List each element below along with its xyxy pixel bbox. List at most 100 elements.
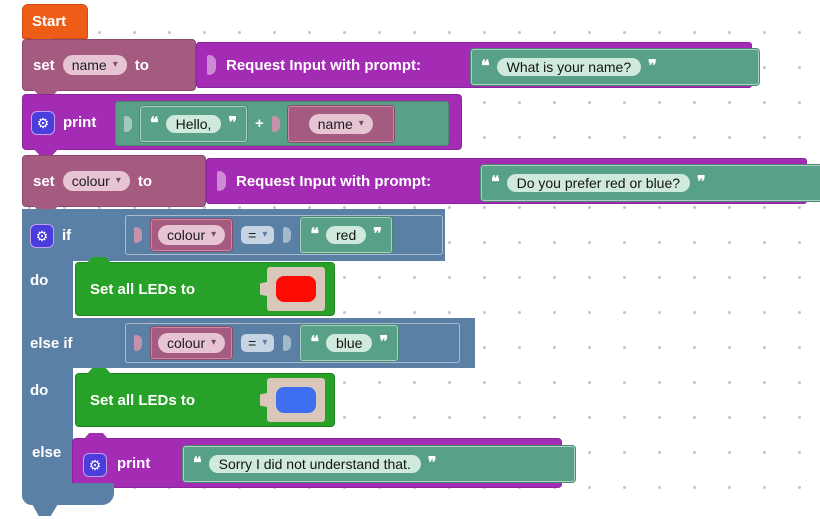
variable-name-text: name — [71, 57, 107, 73]
variable-dropdown-colour[interactable]: colour ▾ — [158, 333, 226, 353]
variable-block-colour[interactable]: colour ▾ — [151, 219, 233, 251]
input-socket — [124, 115, 132, 132]
close-quote-icon: ❞ — [228, 114, 238, 132]
do-label-2: do — [30, 382, 49, 399]
set-label: set — [33, 172, 55, 190]
operator-text: = — [248, 227, 257, 243]
comparison-block-red[interactable]: colour ▾ = ▾ ❝ red ❞ — [125, 215, 443, 255]
string-block-prompt-2[interactable]: ❝ Do you prefer red or blue? ❞ — [481, 165, 820, 201]
print-block-1[interactable]: ⚙ print ❝ Hello, ❞ + name ▾ — [22, 94, 462, 150]
open-quote-icon: ❝ — [310, 334, 319, 351]
print-block-else[interactable]: ⚙ print ❝ Sorry I did not understand tha… — [72, 438, 575, 488]
print-label: print — [63, 113, 97, 131]
gear-glyph: ⚙ — [35, 227, 49, 244]
set-name-block[interactable]: set name ▾ to — [22, 39, 196, 91]
set-leds-block-red[interactable]: Set all LEDs to — [75, 262, 335, 316]
set-colour-block[interactable]: set colour ▾ to — [22, 155, 206, 207]
gear-glyph: ⚙ — [36, 114, 50, 131]
plus-operator: + — [255, 115, 264, 132]
string-block-red[interactable]: ❝ red ❞ — [300, 217, 392, 253]
close-quote-icon: ❞ — [697, 174, 706, 191]
colour-swatch-blue[interactable] — [276, 387, 316, 413]
set-label: set — [33, 56, 55, 74]
to-label: to — [137, 172, 153, 190]
colour-swatch-red[interactable] — [276, 276, 316, 302]
comparison-block-blue[interactable]: colour ▾ = ▾ ❝ blue ❞ — [125, 323, 460, 363]
string-field[interactable]: blue — [326, 334, 373, 352]
variable-name-text: colour — [167, 335, 206, 351]
start-block[interactable]: Start — [22, 4, 88, 39]
string-field[interactable]: Do you prefer red or blue? — [506, 174, 691, 192]
close-quote-icon: ❞ — [648, 58, 657, 75]
dropdown-arrow-icon: ▾ — [115, 175, 121, 186]
input-socket — [283, 227, 292, 243]
operator-dropdown[interactable]: = ▾ — [241, 334, 275, 352]
if-block-bottom-rail[interactable] — [22, 483, 114, 505]
variable-dropdown-name[interactable]: name ▾ — [308, 113, 373, 134]
dropdown-arrow-icon: ▾ — [112, 59, 118, 70]
if-block-spine[interactable] — [22, 261, 73, 505]
to-label: to — [134, 56, 149, 74]
dropdown-arrow-icon: ▾ — [262, 337, 268, 348]
operator-text: = — [248, 335, 257, 351]
string-field[interactable]: What is your name? — [496, 58, 642, 76]
string-block-blue[interactable]: ❝ blue ❞ — [300, 325, 399, 361]
request-input-label: Request Input with prompt: — [236, 172, 431, 190]
variable-dropdown-colour[interactable]: colour ▾ — [62, 171, 130, 191]
variable-name-text: colour — [71, 173, 110, 189]
variable-block-colour[interactable]: colour ▾ — [151, 327, 233, 359]
request-input-block-1[interactable]: Request Input with prompt: ❝ What is you… — [196, 42, 759, 88]
dropdown-arrow-icon: ▾ — [211, 229, 217, 240]
variable-block-name[interactable]: name ▾ — [287, 105, 394, 142]
gear-icon[interactable]: ⚙ — [83, 453, 107, 477]
operator-dropdown[interactable]: = ▾ — [241, 226, 275, 244]
else-if-row[interactable]: else if colour ▾ = ▾ ❝ blue ❞ — [22, 318, 475, 368]
request-input-label: Request Input with prompt: — [226, 56, 421, 74]
open-quote-icon: ❝ — [150, 114, 159, 132]
string-block-prompt-1[interactable]: ❝ What is your name? ❞ — [471, 49, 759, 85]
dropdown-arrow-icon: ▾ — [358, 117, 364, 129]
colour-picker-block[interactable] — [267, 267, 325, 311]
string-join-block[interactable]: ❝ Hello, ❞ + name ▾ — [115, 101, 449, 146]
string-field[interactable]: red — [326, 226, 367, 244]
string-block-hello[interactable]: ❝ Hello, ❞ — [140, 105, 248, 142]
open-quote-icon: ❝ — [310, 226, 319, 243]
string-field[interactable]: Sorry I did not understand that. — [208, 455, 421, 473]
string-block-sorry[interactable]: ❝ Sorry I did not understand that. ❞ — [183, 446, 575, 482]
if-block-next-connector — [32, 504, 58, 516]
else-label: else — [32, 444, 62, 461]
set-leds-label: Set all LEDs to — [90, 280, 196, 298]
gear-icon[interactable]: ⚙ — [30, 224, 54, 248]
dropdown-arrow-icon: ▾ — [262, 229, 268, 240]
print-label: print — [117, 454, 151, 472]
if-block-header[interactable]: ⚙ if colour ▾ = ▾ ❝ red ❞ — [22, 209, 445, 261]
input-socket — [134, 227, 142, 243]
set-leds-label: Set all LEDs to — [90, 391, 196, 409]
open-quote-icon: ❝ — [481, 58, 490, 75]
open-quote-icon: ❝ — [491, 174, 500, 191]
close-quote-icon: ❞ — [379, 334, 389, 351]
input-socket — [283, 335, 292, 351]
do-label-1: do — [30, 272, 49, 289]
dropdown-arrow-icon: ▾ — [211, 337, 217, 348]
else-if-label: else if — [30, 334, 73, 352]
input-socket — [271, 115, 280, 132]
input-socket — [217, 171, 226, 191]
variable-dropdown-name[interactable]: name ▾ — [62, 55, 127, 75]
open-quote-icon: ❝ — [193, 455, 202, 472]
if-label: if — [62, 226, 72, 244]
close-quote-icon: ❞ — [373, 226, 382, 243]
input-socket — [207, 55, 216, 75]
variable-dropdown-colour[interactable]: colour ▾ — [158, 225, 226, 245]
variable-name-text: name — [317, 115, 353, 132]
set-leds-block-blue[interactable]: Set all LEDs to — [75, 373, 335, 427]
string-field[interactable]: Hello, — [165, 114, 222, 133]
request-input-block-2[interactable]: Request Input with prompt: ❝ Do you pref… — [206, 158, 820, 204]
gear-icon[interactable]: ⚙ — [31, 111, 55, 135]
gear-glyph: ⚙ — [88, 456, 102, 473]
start-label: Start — [32, 13, 67, 30]
close-quote-icon: ❞ — [427, 455, 437, 472]
variable-name-text: colour — [167, 227, 206, 243]
colour-picker-block[interactable] — [267, 378, 325, 422]
